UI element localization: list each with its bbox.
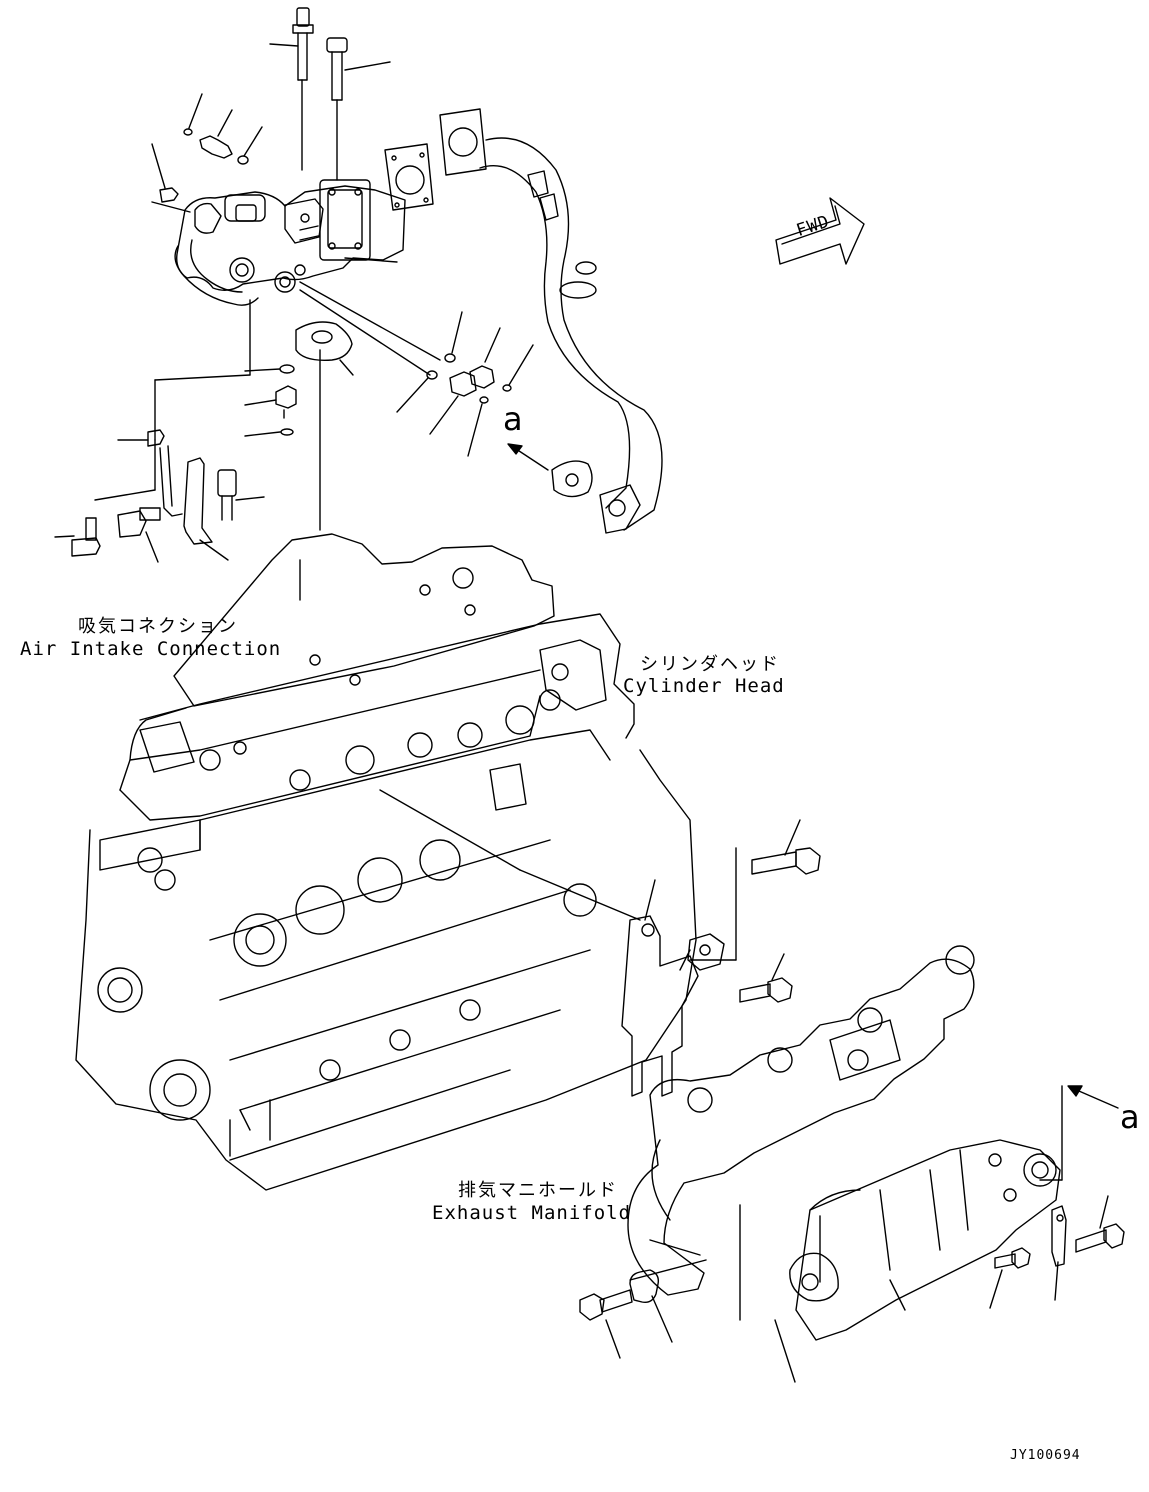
exhaust-manifold-label-en: Exhaust Manifold [432,1202,632,1224]
air-intake-label-jp: 吸気コネクション [78,616,238,637]
engine-cylinder-block [76,534,696,1190]
exhaust-manifold [628,946,974,1295]
fittings-middle [245,312,533,530]
egr-pipe [440,109,662,533]
cylinder-head-label-jp: シリンダヘッド [640,654,780,675]
egr-gasket-upper [385,144,433,210]
fwd-arrow-icon [776,198,864,264]
manifold-bracket [622,880,724,1096]
bracket-left [55,430,264,562]
view-arrow-top [508,444,592,497]
view-marker-top: a [503,400,523,438]
manifold-bolts [690,820,820,1002]
air-intake-label-en: Air Intake Connection [20,638,282,660]
long-bolt-right [327,38,390,180]
small-fittings-upper [152,94,262,212]
long-bolt-left [270,8,313,170]
cylinder-head-label-en: Cylinder Head [623,675,785,697]
egr-valve-assembly [155,180,440,440]
figure-id: JY100694 [1010,1448,1081,1463]
exhaust-manifold-label-jp: 排気マニホールド [458,1180,618,1201]
view-arrow-right [1040,1086,1118,1180]
lower-fasteners [580,1196,1124,1382]
view-marker-right: a [1120,1098,1140,1136]
egr-cooler [790,1140,1060,1340]
